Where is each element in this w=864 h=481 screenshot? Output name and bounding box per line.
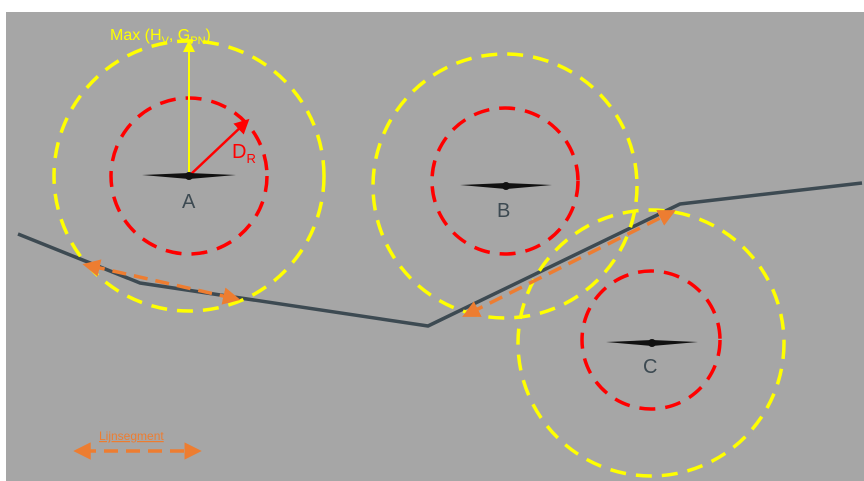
dr-label-main: D	[232, 141, 246, 163]
max-label-sub-v: V	[162, 35, 170, 47]
legend-label: Lijnsegment	[99, 429, 164, 443]
outer-circle-c	[516, 208, 786, 478]
max-label-sub-pn: PN	[190, 35, 205, 47]
dr-label-sub: R	[246, 151, 255, 166]
turbine-c-icon	[606, 339, 698, 347]
turbine-b-icon	[460, 182, 552, 190]
turbine-label-c: C	[643, 356, 657, 378]
diagram-background	[6, 12, 864, 481]
line-segment-bc	[462, 210, 676, 317]
line-segment-a	[82, 259, 241, 305]
max-label-prefix: Max (H	[110, 27, 162, 44]
max-label-mid: , G	[169, 27, 190, 44]
legend: Lijnsegment	[73, 429, 202, 460]
turbine-label-a: A	[182, 191, 196, 213]
max-label-suffix: )	[206, 27, 211, 44]
rotor-diameter-arrow	[188, 118, 250, 177]
outer-circle-b	[371, 52, 639, 320]
max-height-label: Max (HV, GPN)	[110, 27, 211, 47]
turbine-label-b: B	[497, 200, 510, 222]
turbine-a-icon	[142, 172, 236, 180]
rotor-diameter-label: DR	[232, 141, 256, 166]
